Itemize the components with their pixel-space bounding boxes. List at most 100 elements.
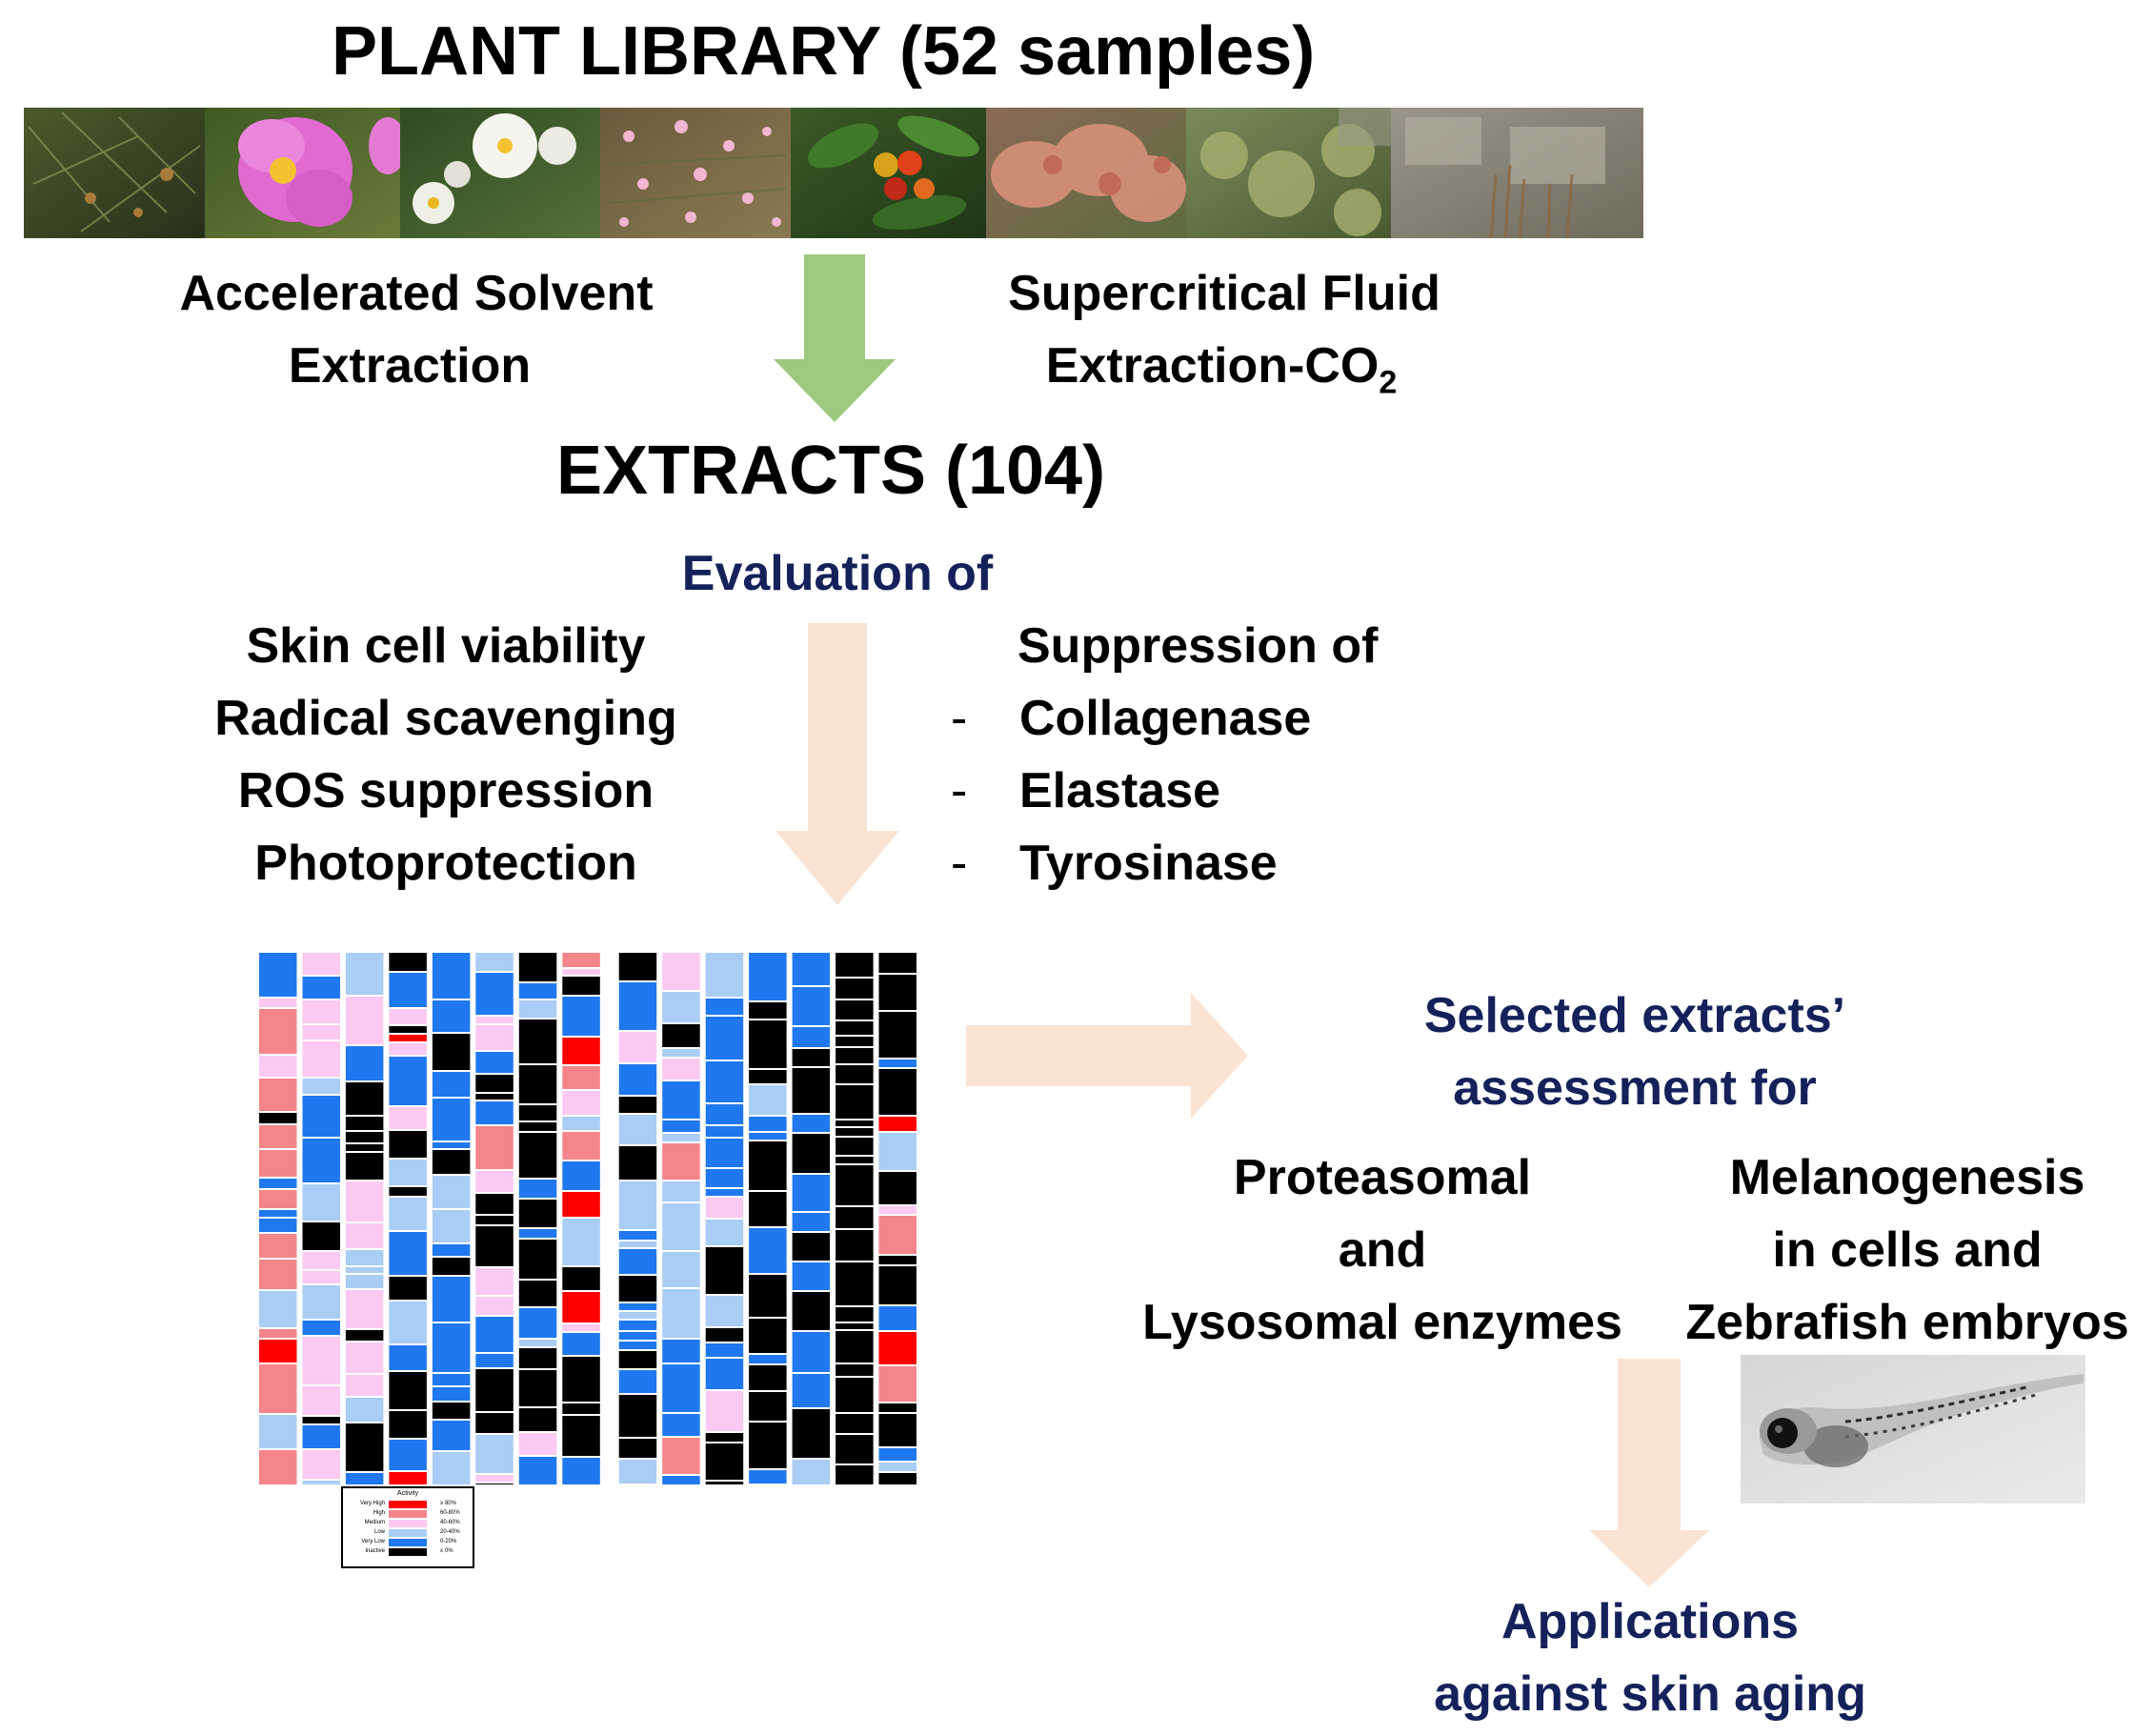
heatmap-cell (345, 1181, 384, 1221)
heatmap-cell (562, 1038, 600, 1064)
heatmap-cell (432, 953, 471, 999)
heatmap-cell (475, 1369, 514, 1411)
method-sfe-line2: Extraction-CO2 (1046, 341, 1398, 398)
heatmap-cell (389, 1187, 427, 1196)
legend-row: Low 20-40% (347, 1529, 469, 1538)
heatmap-cell (259, 1450, 297, 1484)
heatmap-cell (259, 1219, 297, 1232)
heatmap-cell (662, 1059, 700, 1080)
heatmap-cell (749, 1002, 787, 1019)
suppression-item-label: Tyrosinase (1019, 836, 1278, 891)
heatmap-cell (259, 1340, 297, 1363)
heatmap-cell (705, 1061, 744, 1102)
heatmap-cell (562, 953, 600, 967)
heatmap-cell (518, 983, 557, 999)
heatmap-cell (836, 1138, 874, 1155)
heatmap-cell (662, 1120, 700, 1132)
heatmap-cell (662, 1414, 700, 1436)
heatmap-cell (302, 1139, 340, 1182)
heatmap-cell (705, 1169, 744, 1187)
heatmap-cell (259, 1125, 297, 1148)
activity-heatmap (259, 953, 916, 1484)
heatmap-cell (259, 999, 297, 1007)
heatmap-cell (475, 1094, 514, 1100)
heatmap-cell (792, 1068, 831, 1113)
heatmap-cell (432, 1210, 471, 1242)
heatmap-cell (618, 1312, 657, 1319)
suppression-dash: - (951, 763, 968, 818)
heatmap-cell (662, 1289, 700, 1338)
heatmap-cell (878, 1266, 916, 1304)
applications-line2: against skin aging (1434, 1666, 1866, 1722)
legend-label: High (373, 1510, 385, 1516)
heatmap-cell (878, 1206, 916, 1214)
heatmap-cell (836, 1230, 874, 1261)
heatmap-cell (618, 1064, 657, 1095)
heatmap-cell (475, 1052, 514, 1073)
heatmap-cell (792, 953, 831, 985)
heatmap-cell (562, 1132, 600, 1160)
heatmap-cell (562, 1161, 600, 1190)
heatmap-cell (302, 953, 340, 975)
heatmap-cell (749, 1228, 787, 1273)
heatmap-cell (836, 1378, 874, 1412)
heatmap-cell (662, 953, 700, 990)
heatmap-cell (662, 1340, 700, 1363)
heatmap-cell (562, 1117, 600, 1130)
heatmap-cell (345, 997, 384, 1044)
heatmap-cell (302, 1222, 340, 1250)
heatmap-cell (259, 1079, 297, 1111)
heatmap-cell (432, 1374, 471, 1385)
heatmap-cell (518, 1408, 557, 1431)
legend-label: Inactive (365, 1548, 385, 1554)
heatmap-cell (792, 1262, 831, 1290)
page-title: PLANT LIBRARY (52 samples) (332, 13, 1316, 90)
heatmap-cell (475, 1435, 514, 1473)
heatmap-cell (705, 1220, 744, 1245)
suppression-dash: - (951, 836, 968, 891)
heatmap-cell (259, 1210, 297, 1217)
heatmap-cell (618, 1146, 657, 1180)
zebrafish-embryo-image (1741, 1355, 2085, 1504)
heatmap-cell (432, 1000, 471, 1032)
heatmap-cell (618, 982, 657, 1030)
photo-green-shrub (1186, 108, 1391, 238)
heatmap-cell (878, 1060, 916, 1067)
extracts-label: EXTRACTS (104) (555, 433, 1106, 509)
heatmap-cell (475, 1475, 514, 1482)
heatmap-cell (836, 1128, 874, 1136)
legend-range: 0-20% (440, 1539, 457, 1544)
method-sfe-line1: Supercritical Fluid (1008, 266, 1440, 321)
heatmap-cell (618, 953, 657, 980)
heatmap-cell (562, 1416, 600, 1456)
photo-rocky-plants (1391, 108, 1643, 238)
heatmap-cell (878, 1332, 916, 1364)
legend-range: 40-60% (440, 1520, 460, 1525)
heatmap-cell (749, 1192, 787, 1226)
heatmap-cell (792, 1115, 831, 1132)
heatmap-cell (705, 999, 744, 1015)
heatmap-cell (618, 1032, 657, 1062)
legend-swatch (389, 1510, 427, 1518)
heatmap-cell (432, 1258, 471, 1275)
peach-right-arrow (966, 993, 1248, 1119)
heatmap-cell (618, 1439, 657, 1458)
heatmap-cell (705, 1328, 744, 1342)
suppression-item-label: Elastase (1019, 763, 1221, 818)
heatmap-cell (302, 1450, 340, 1479)
heatmap-cell (259, 1150, 297, 1177)
heatmap-cell (749, 1141, 787, 1190)
heatmap-cell (389, 1160, 427, 1185)
heatmap-cell (345, 1342, 384, 1373)
assay-photoprotection: Photoprotection (254, 836, 637, 891)
legend-row: Inactive ≤ 0% (347, 1548, 469, 1557)
legend-range: 20-40% (440, 1529, 460, 1535)
legend-row: High 60-80% (347, 1510, 469, 1519)
heatmap-cell (618, 1303, 657, 1310)
heatmap-cell (836, 1465, 874, 1484)
heatmap-cell (878, 1448, 916, 1461)
heatmap-cell (836, 1165, 874, 1205)
heatmap-cell (662, 1203, 700, 1250)
heatmap-cell (302, 1481, 340, 1484)
heatmap-cell (389, 1057, 427, 1105)
